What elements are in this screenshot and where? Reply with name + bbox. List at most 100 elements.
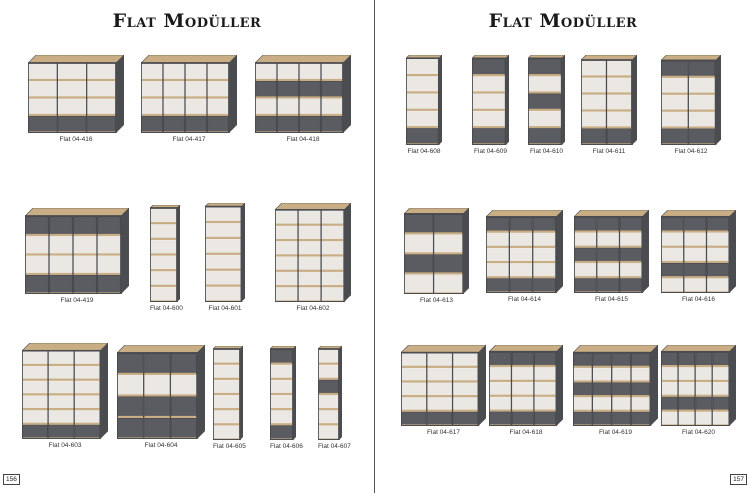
open-cell	[142, 99, 162, 115]
product-code: Flat 04-611	[592, 148, 626, 155]
product-image	[117, 345, 205, 439]
product-item: Flat 04-417	[141, 55, 237, 145]
open-cell	[142, 64, 162, 80]
door-panel	[472, 128, 506, 145]
outer-frame	[318, 348, 340, 440]
open-cell	[662, 367, 678, 381]
base-plate	[205, 301, 242, 302]
open-cell	[319, 350, 338, 364]
shelf-board	[575, 276, 642, 279]
shelf-board	[319, 408, 338, 411]
door-panel	[49, 275, 73, 294]
door-panel	[486, 217, 509, 232]
open-cell	[319, 365, 338, 379]
open-cell	[510, 263, 532, 277]
open-cell	[322, 210, 344, 225]
open-cell	[299, 256, 321, 271]
door-panel	[185, 116, 207, 133]
open-cell	[487, 248, 509, 262]
shelf-unit-drawing	[25, 208, 129, 294]
base-plate	[117, 438, 198, 439]
open-cell	[151, 287, 176, 301]
side-panel	[100, 343, 108, 439]
open-cell	[689, 112, 715, 128]
shelf-board	[529, 91, 561, 94]
outer-frame	[150, 207, 178, 302]
outer-frame	[574, 215, 644, 293]
open-cell	[87, 81, 115, 97]
open-cell	[512, 367, 533, 381]
open-cell	[271, 395, 292, 409]
open-cell	[487, 233, 509, 247]
open-cell	[453, 353, 478, 367]
door-panel	[597, 247, 619, 262]
open-cell	[75, 351, 100, 365]
shelf-board	[407, 73, 438, 77]
open-cell	[49, 366, 74, 380]
outer-frame	[406, 57, 440, 145]
door-panel	[688, 128, 716, 145]
door-panel	[277, 81, 299, 98]
shelf-board	[29, 78, 115, 82]
product-code: Flat 04-416	[59, 136, 93, 143]
top-panel	[404, 208, 469, 215]
open-cell	[214, 365, 239, 379]
shelf-unit-drawing	[213, 346, 243, 440]
outer-frame	[270, 348, 294, 440]
shelf-unit-drawing	[318, 346, 342, 440]
door-panel	[612, 353, 631, 367]
product-image	[22, 343, 108, 439]
product-image	[25, 208, 129, 294]
open-cell	[612, 368, 631, 381]
product-image	[489, 345, 563, 426]
shelf-unit-drawing	[205, 203, 245, 302]
open-cell	[582, 112, 606, 128]
open-cell	[696, 382, 712, 396]
side-panel	[343, 55, 351, 133]
door-panel	[144, 353, 170, 374]
open-cell	[533, 248, 556, 262]
base-plate	[25, 293, 121, 294]
shelf-board	[29, 96, 115, 99]
product-item: Flat 04-608	[406, 55, 442, 157]
product-item: Flat 04-616	[661, 210, 736, 305]
open-cell	[29, 81, 57, 97]
open-cell	[582, 61, 606, 77]
open-cell	[118, 375, 143, 395]
open-cell	[707, 248, 729, 262]
base-plate	[401, 425, 479, 426]
door-panel	[534, 352, 556, 366]
open-cell	[49, 351, 74, 365]
open-cell	[206, 287, 241, 301]
door-panel	[695, 396, 712, 411]
door-panel	[612, 382, 631, 397]
shelf-unit-drawing	[581, 55, 637, 145]
shelf-board	[402, 365, 478, 368]
open-cell	[319, 395, 338, 409]
open-cell	[75, 410, 100, 424]
open-cell	[164, 81, 184, 97]
product-item: Flat 04-601	[205, 203, 245, 314]
product-code: Flat 04-600	[150, 305, 183, 312]
shelf-unit-drawing	[401, 345, 486, 426]
shelf-board	[23, 393, 100, 396]
product-code: Flat 04-614	[508, 296, 541, 303]
open-cell	[597, 263, 619, 277]
side-panel	[642, 210, 649, 293]
door-panel	[684, 217, 706, 232]
shelf-board	[271, 362, 292, 365]
door-panel	[434, 254, 463, 274]
side-panel	[229, 55, 237, 133]
open-cell	[402, 382, 426, 396]
product-code: Flat 04-616	[682, 296, 715, 303]
open-cell	[142, 81, 162, 97]
open-cell	[206, 239, 241, 254]
open-cell	[278, 64, 298, 80]
shelf-board	[487, 245, 556, 248]
side-panel	[561, 55, 565, 145]
open-cell	[23, 366, 48, 380]
door-panel	[661, 128, 688, 145]
open-cell	[58, 81, 86, 97]
open-cell	[662, 412, 678, 425]
door-panel	[684, 263, 706, 278]
